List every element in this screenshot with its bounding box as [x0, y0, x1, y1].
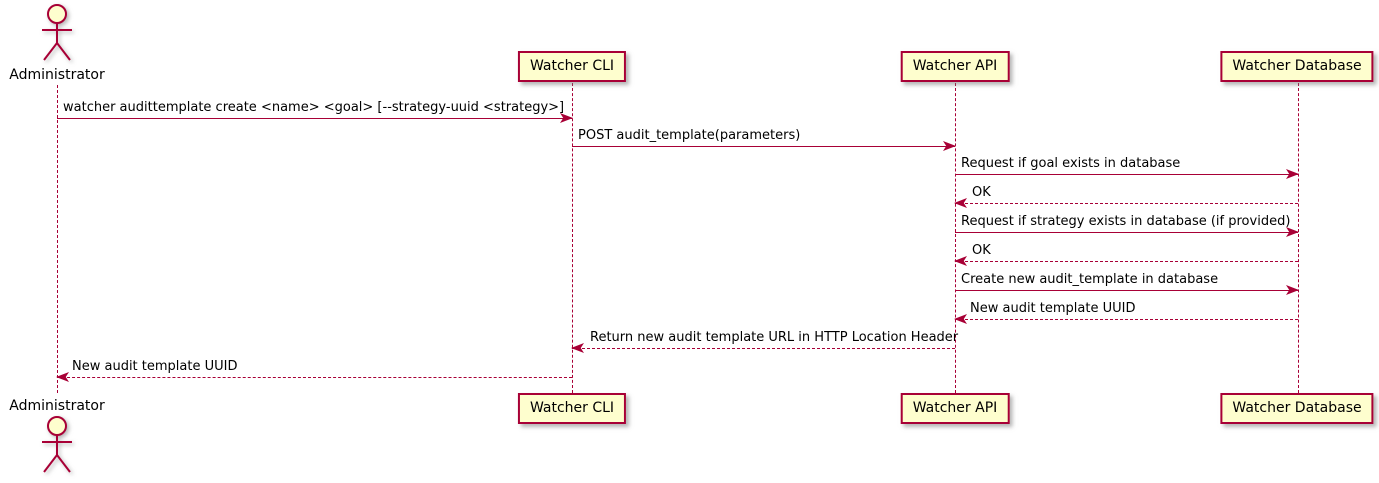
message-3-label: Request if goal exists in database	[961, 156, 1181, 171]
message-6-arrow	[955, 261, 1298, 262]
message-8-label: New audit template UUID	[970, 301, 1136, 316]
message-8-arrow	[955, 319, 1298, 320]
actor-icon-bottom	[42, 416, 72, 473]
participant-watcher-database-top: Watcher Database	[1220, 51, 1374, 82]
lifeline-watcher-api	[955, 83, 956, 393]
actor-label-bottom: Administrator	[9, 398, 105, 414]
message-2-label: POST audit_template(parameters)	[578, 128, 801, 143]
participant-watcher-cli-top: Watcher CLI	[517, 51, 627, 82]
message-9-label: Return new audit template URL in HTTP Lo…	[590, 330, 959, 345]
lifeline-administrator	[57, 85, 58, 393]
message-4-label: OK	[972, 185, 991, 200]
participant-watcher-api-bottom: Watcher API	[900, 393, 1010, 424]
lifeline-watcher-cli	[572, 83, 573, 393]
message-7-label: Create new audit_template in database	[961, 272, 1219, 287]
participant-watcher-cli-bottom: Watcher CLI	[517, 393, 627, 424]
participant-watcher-database-bottom: Watcher Database	[1220, 393, 1374, 424]
message-6-label: OK	[972, 243, 991, 258]
message-5-arrow	[955, 232, 1298, 233]
actor-label: Administrator	[9, 67, 105, 83]
lifeline-watcher-database	[1298, 83, 1299, 393]
message-10-label: New audit template UUID	[72, 359, 238, 374]
message-7-arrow	[955, 290, 1298, 291]
message-4-arrow	[955, 203, 1298, 204]
message-3-arrow	[955, 174, 1298, 175]
actor-icon	[42, 4, 72, 61]
message-10-arrow	[57, 377, 572, 378]
message-1-arrow	[57, 118, 572, 119]
message-5-label: Request if strategy exists in database (…	[961, 214, 1291, 229]
message-2-arrow	[572, 146, 955, 147]
message-9-arrow	[572, 348, 955, 349]
message-1-label: watcher audittemplate create <name> <goa…	[63, 100, 565, 115]
participant-watcher-api-top: Watcher API	[900, 51, 1010, 82]
